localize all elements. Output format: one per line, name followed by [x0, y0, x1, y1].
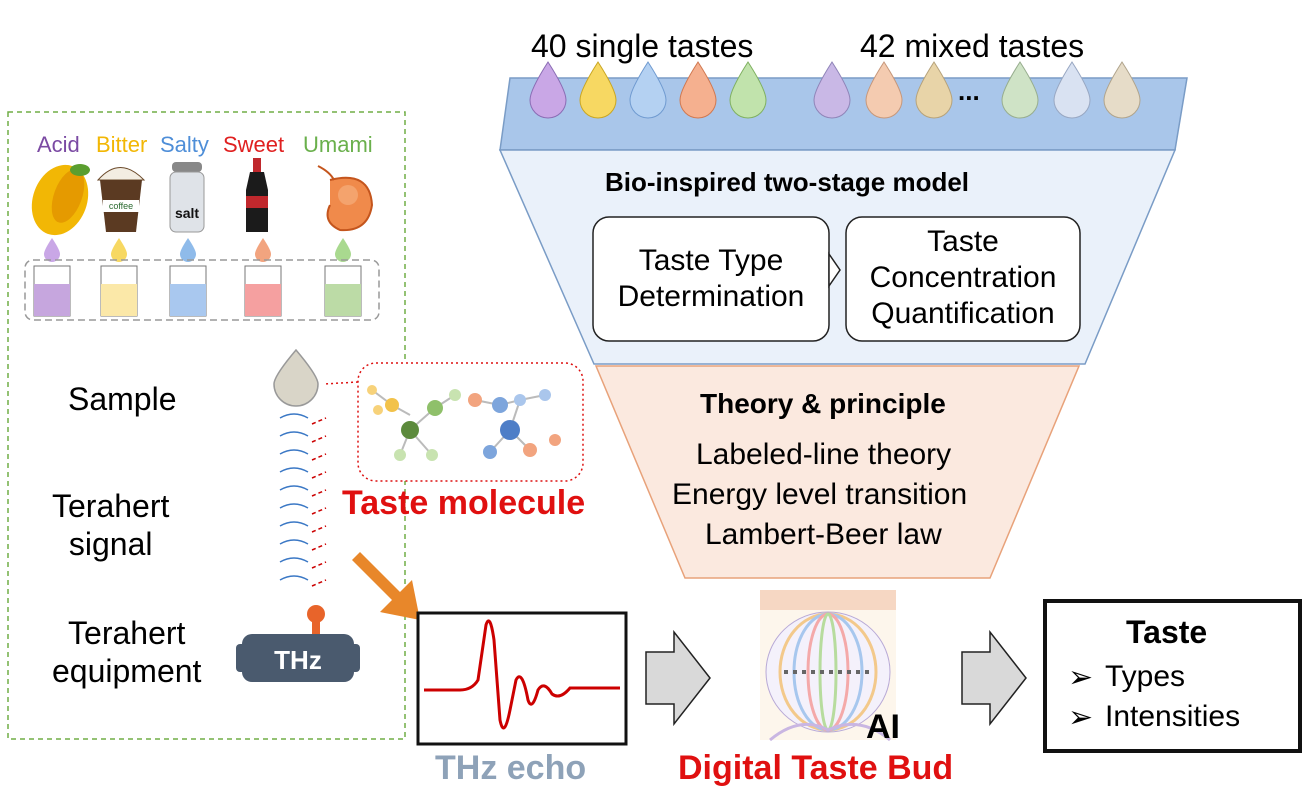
pipeline-arrow-1	[645, 629, 711, 727]
signal-label: Terahert signal	[52, 488, 170, 562]
beaker-drops	[44, 238, 351, 262]
sample-drop	[273, 348, 319, 407]
drop-mix-5	[1053, 61, 1091, 119]
stage1-pointer	[828, 251, 841, 289]
mango-icon	[31, 164, 90, 236]
thz-badge: THz	[274, 645, 322, 675]
output-item-intensities: Intensities	[1105, 700, 1241, 733]
drop-umami	[729, 61, 767, 119]
drop-mix-3	[915, 61, 953, 119]
drop-mix-4	[1001, 61, 1039, 119]
single-tastes-count: 40 single tastes	[531, 28, 754, 64]
thz-equipment-icon: THz	[236, 605, 360, 682]
taste-label-salty: Salty	[160, 132, 209, 157]
output-bullet-1: ➢	[1068, 661, 1094, 694]
model-title: Bio-inspired two-stage model	[605, 167, 970, 197]
top-drops	[529, 61, 1141, 119]
thz-echo-waveform	[424, 619, 620, 730]
beakers	[33, 265, 362, 317]
drop-salty	[629, 61, 667, 119]
taste-label-bitter: Bitter	[96, 132, 148, 157]
taste-label-sweet: Sweet	[223, 132, 285, 157]
molecule-structures	[367, 385, 561, 461]
taste-bud-illustration	[760, 590, 896, 742]
drop-mix-2	[865, 61, 903, 119]
taste-molecule-label: Taste molecule	[342, 484, 586, 522]
drop-mix-1	[813, 61, 851, 119]
shrimp-icon	[317, 165, 374, 232]
drops-ellipsis: ...	[958, 76, 980, 106]
taste-label-acid: Acid	[37, 132, 80, 157]
funnel-theory-section	[594, 365, 1081, 579]
left-panel-border	[7, 111, 406, 740]
stage2-text: Taste Concentration Quantification	[869, 225, 1057, 330]
pipeline-arrow-2	[961, 629, 1027, 727]
digital-taste-bud-label: Digital Taste Bud	[678, 749, 954, 787]
output-bullet-2: ➢	[1068, 701, 1094, 734]
beaker-group-border	[24, 259, 380, 321]
orange-arrow	[344, 552, 420, 620]
equipment-label: Terahert equipment	[52, 615, 202, 689]
theory-line-2: Energy level transition	[672, 478, 968, 511]
output-title: Taste	[1126, 614, 1208, 650]
taste-label-umami: Umami	[303, 132, 373, 157]
drop-sweet	[679, 61, 717, 119]
output-box	[1043, 599, 1302, 753]
cola-bottle-icon	[246, 158, 268, 232]
thz-echo-label: THz echo	[435, 749, 587, 787]
mixed-tastes-count: 42 mixed tastes	[860, 28, 1085, 64]
molecule-bubble	[357, 362, 584, 482]
theory-title: Theory & principle	[700, 388, 946, 419]
sample-label: Sample	[68, 381, 177, 417]
coffee-label: coffee	[109, 201, 133, 211]
salt-label: salt	[175, 205, 199, 221]
drop-acid	[529, 61, 567, 119]
stage1-text: Taste Type Determination	[617, 244, 805, 313]
salt-shaker-icon: salt	[169, 162, 205, 233]
drop-bitter	[579, 61, 617, 119]
ai-label: AI	[866, 708, 900, 746]
drop-mix-6	[1103, 61, 1141, 119]
coffee-cup-icon: coffee	[96, 167, 146, 232]
molecule-pointer	[323, 381, 359, 385]
theory-line-1: Labeled-line theory	[696, 438, 952, 471]
terahertz-signal-waves	[279, 413, 327, 587]
theory-line-3: Lambert-Beer law	[705, 518, 942, 551]
output-item-types: Types	[1105, 660, 1186, 693]
stage2-box	[845, 216, 1081, 342]
